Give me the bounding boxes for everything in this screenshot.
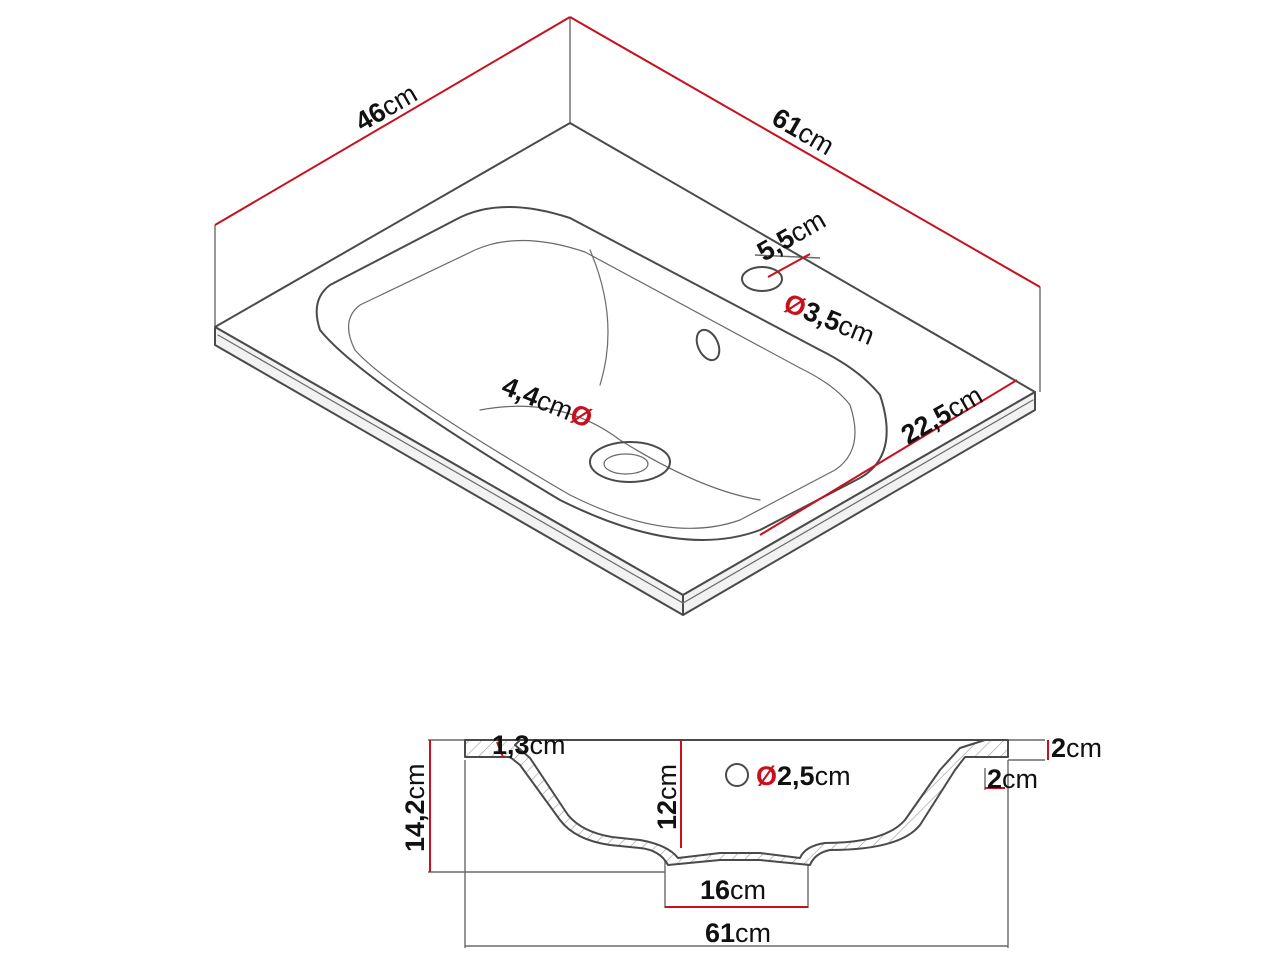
label-total-width: 61cm xyxy=(705,918,771,948)
countertop-side-edge xyxy=(682,391,1036,616)
top-view: 46cm 61cm 5,5cm Ø3,5cm 4,4cmØ 22,5cm xyxy=(214,16,1041,616)
bounding-box-lines xyxy=(214,17,1041,392)
dimension-line-depth xyxy=(214,16,571,226)
section-view: 1,3cm 14,2cm 12cm Ø2,5cm 2cm 2cm 16cm 61… xyxy=(400,730,1102,948)
label-rim-edge: 1,3cm xyxy=(492,730,566,760)
label-top-thickness: 2cm xyxy=(1051,733,1102,763)
countertop-top-face xyxy=(214,122,1036,596)
overflow-hole xyxy=(695,328,721,362)
label-depth: 46cm xyxy=(350,78,422,137)
bowl-cavity xyxy=(514,739,986,859)
dimension-line-rim-edge xyxy=(496,741,504,758)
label-total-height: 14,2cm xyxy=(400,763,430,852)
label-drain: 4,4cmØ xyxy=(498,371,597,434)
label-lip-height: 2cm xyxy=(987,764,1038,794)
bowl-inner-basin xyxy=(348,239,856,529)
label-bowl-depth: 12cm xyxy=(652,764,682,830)
dimension-line-width xyxy=(569,16,1041,288)
label-width: 61cm xyxy=(767,102,839,161)
bowl-outer-rim xyxy=(315,206,888,541)
countertop-front-edge xyxy=(214,326,684,616)
overflow-circle xyxy=(725,763,749,787)
dimension-line-tap-offset xyxy=(767,253,811,278)
drain-hole xyxy=(589,441,671,483)
label-overflow: Ø2,5cm xyxy=(756,761,851,791)
label-base-width: 16cm xyxy=(700,875,766,905)
label-tap-hole: Ø3,5cm xyxy=(780,288,879,351)
tap-hole xyxy=(741,266,783,292)
dimension-line-rim-to-bowl xyxy=(759,379,1018,536)
